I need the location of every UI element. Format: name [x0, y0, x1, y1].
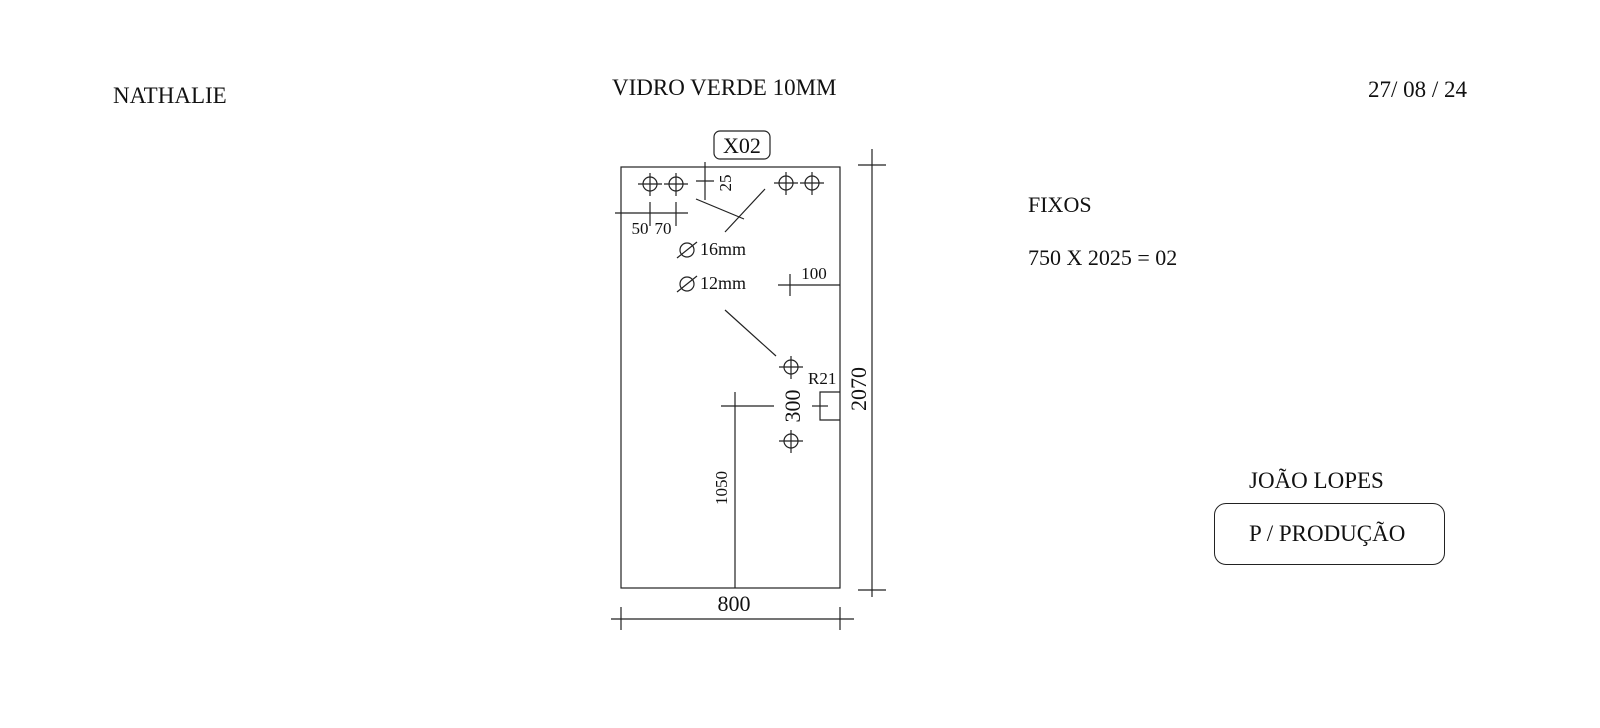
- dim-hole-offset-b: 70: [655, 219, 672, 238]
- fixos-label: FIXOS: [1028, 192, 1092, 217]
- status-box: [1214, 503, 1445, 565]
- piece-code: X02: [723, 133, 761, 158]
- dim-hole-spacing: 300: [780, 390, 805, 423]
- handle-holes: [779, 356, 803, 453]
- glass-panel-outline: [620, 166, 841, 589]
- diameter-12-icon: [676, 275, 698, 293]
- hole-diameter-small: 12mm: [700, 273, 746, 293]
- dim-side-offset: 100: [801, 264, 827, 283]
- author-name: JOÃO LOPES: [1249, 468, 1384, 493]
- dim-hole-offset-a: 50: [632, 219, 649, 238]
- leader-line: [695, 198, 745, 220]
- leader-line: [724, 188, 766, 233]
- notch-radius: R21: [808, 369, 836, 388]
- fixos-quantity: 750 X 2025 = 02: [1028, 245, 1178, 270]
- top-right-holes: [774, 172, 824, 195]
- piece-code-box: [713, 130, 771, 160]
- dim-handle-height: 1050: [712, 471, 731, 505]
- drawing-title: VIDRO VERDE 10MM: [612, 75, 837, 100]
- diameter-16-icon: [676, 241, 698, 259]
- hole-diameter-large: 16mm: [700, 239, 746, 259]
- drawing-date: 27/ 08 / 24: [1368, 77, 1468, 102]
- leader-line: [724, 309, 777, 357]
- top-left-holes: [638, 173, 688, 196]
- dim-top-offset: 25: [716, 175, 735, 192]
- status-label: P / PRODUÇÃO: [1249, 521, 1406, 546]
- client-name: NATHALIE: [113, 83, 227, 108]
- dim-height: 2070: [846, 367, 871, 411]
- dim-width: 800: [718, 591, 751, 616]
